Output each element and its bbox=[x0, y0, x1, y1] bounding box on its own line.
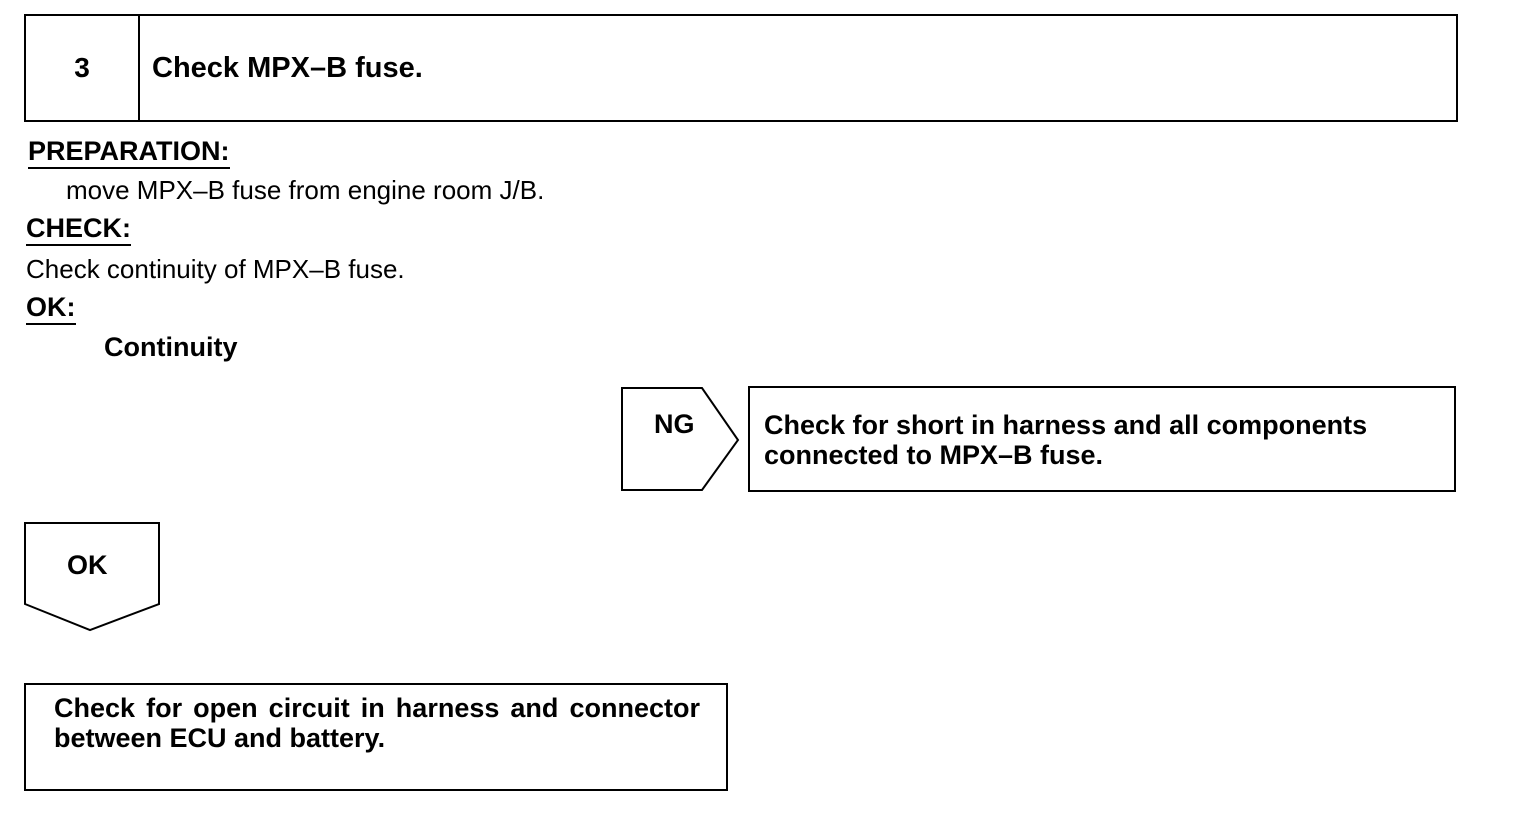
check-label: CHECK: bbox=[26, 213, 131, 246]
check-text: Check continuity of MPX–B fuse. bbox=[26, 254, 405, 284]
ok-spec-label: OK: bbox=[26, 292, 76, 325]
ok-result-box: Check for open circuit in harness and co… bbox=[24, 683, 728, 791]
ng-arrow-label: NG bbox=[654, 409, 695, 439]
step-title: Check MPX–B fuse. bbox=[152, 51, 423, 84]
step-header: 3 Check MPX–B fuse. bbox=[24, 14, 1458, 122]
preparation-label: PREPARATION: bbox=[28, 136, 230, 169]
ng-result-text: Check for short in harness and all compo… bbox=[764, 410, 1368, 470]
ok-spec-value: Continuity bbox=[104, 332, 238, 362]
step-number: 3 bbox=[26, 16, 140, 120]
ok-result-text: Check for open circuit in harness and co… bbox=[54, 693, 700, 753]
ng-result-box: Check for short in harness and all compo… bbox=[748, 386, 1456, 492]
preparation-text: move MPX–B fuse from engine room J/B. bbox=[66, 175, 545, 205]
ok-arrow-label: OK bbox=[67, 550, 108, 580]
ok-arrow-icon bbox=[24, 522, 160, 632]
ng-arrow-icon bbox=[621, 387, 740, 491]
